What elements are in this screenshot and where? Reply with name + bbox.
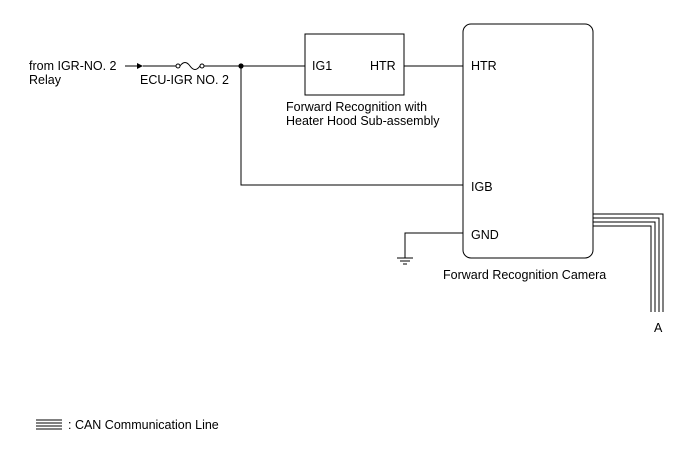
can-bundle-lines (593, 213, 664, 312)
camera-pin-igb: IGB (471, 180, 493, 194)
wire-gnd (404, 232, 463, 258)
source-label-line2: Relay (29, 73, 62, 87)
heater-caption-line2: Heater Hood Sub-assembly (286, 114, 440, 128)
heater-pin-htr: HTR (370, 59, 396, 73)
heater-caption-line1: Forward Recognition with (286, 100, 427, 114)
fuse-label: ECU-IGR NO. 2 (140, 73, 229, 87)
connector-label: A (654, 321, 663, 335)
heater-pin-ig1: IG1 (312, 59, 332, 73)
wire-junction-to-igb (240, 66, 463, 186)
camera-pin-htr: HTR (471, 59, 497, 73)
source-arrow-icon (125, 63, 143, 69)
legend-text: : CAN Communication Line (68, 418, 219, 432)
heater-hood-box (304, 33, 405, 96)
ground-icon (397, 257, 413, 265)
camera-pin-gnd: GND (471, 228, 499, 242)
camera-caption: Forward Recognition Camera (443, 268, 606, 282)
source-label-line1: from IGR-NO. 2 (29, 59, 117, 73)
legend-can-line-icon (36, 419, 62, 430)
camera-box (462, 23, 594, 259)
fuse-icon (175, 62, 205, 70)
